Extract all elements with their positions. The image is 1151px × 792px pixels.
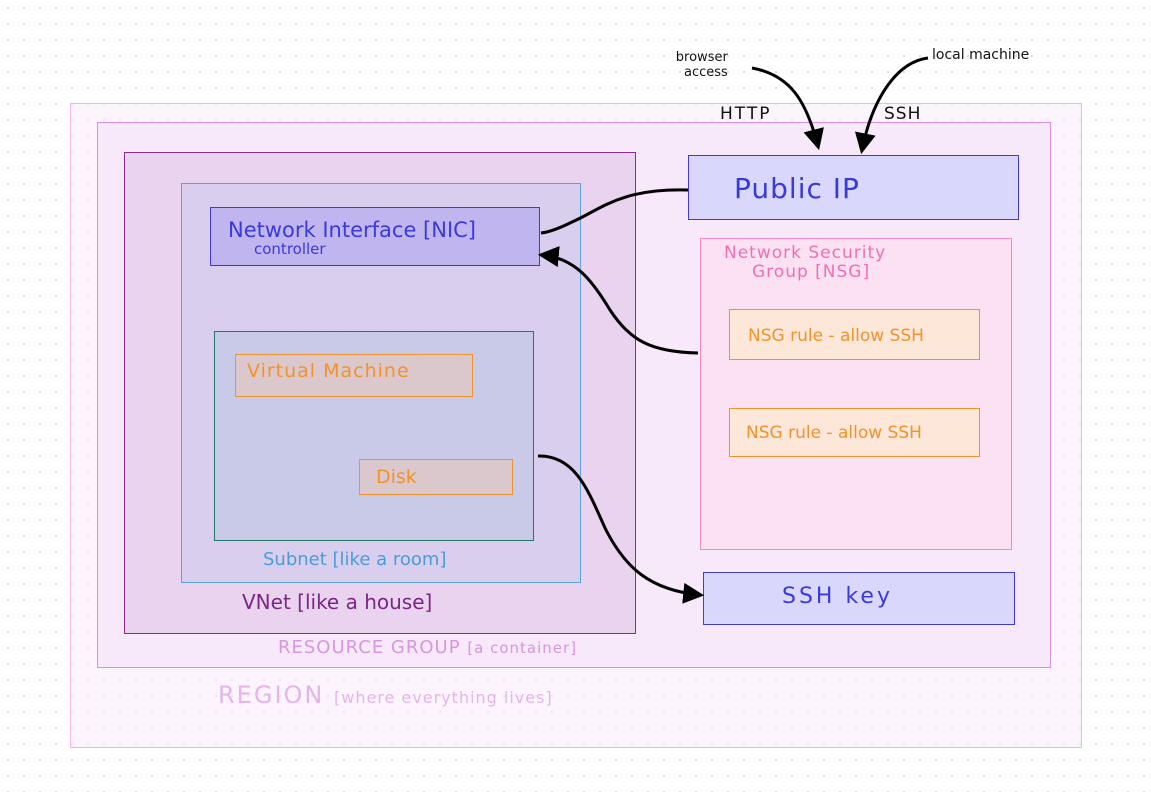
disk-to-ssh-key-arrow [537, 454, 705, 604]
public-ip-to-nic-line [540, 188, 689, 235]
virtual-machine-box [235, 354, 473, 397]
nic-label: Network Interface [NIC] [228, 218, 477, 242]
nsg-to-nic-arrow [537, 246, 699, 355]
nsg-rule-box [729, 309, 980, 360]
local-machine-to-public-ip-arrow [855, 56, 929, 155]
browser-access-label: browser access [662, 50, 728, 80]
ssh-inbound-label: SSH [884, 104, 922, 124]
nsg-label-line1: Network Security [724, 243, 887, 263]
nsg-rule-label: NSG rule - allow SSH [746, 423, 922, 443]
disk-label: Disk [376, 466, 417, 488]
public-ip-label: Public IP [734, 172, 860, 205]
nsg-rule-label: NSG rule - allow SSH [748, 326, 924, 346]
nic-sublabel: controller [254, 240, 326, 258]
region-label: REGION [where everything lives] [218, 681, 553, 709]
vm-container-box [214, 331, 534, 541]
nic-box [210, 207, 540, 266]
resource-group-title: RESOURCE GROUP [278, 637, 461, 658]
nsg-label-line2: Group [NSG] [752, 262, 871, 282]
region-note: [where everything lives] [334, 688, 553, 707]
nsg-box [700, 238, 1012, 550]
local-machine-label: local machine [932, 47, 1030, 63]
virtual-machine-label: Virtual Machine [247, 360, 410, 382]
nsg-rule-box [729, 408, 980, 457]
browser-to-public-ip-arrow [751, 66, 824, 151]
resource-group-note: [a container] [467, 639, 578, 657]
vnet-label: VNet [like a house] [242, 590, 433, 614]
resource-group-label: RESOURCE GROUP [a container] [278, 637, 577, 658]
ssh-key-box [703, 572, 1015, 625]
disk-box [359, 459, 513, 495]
subnet-box [181, 183, 581, 583]
ssh-key-label: SSH key [782, 584, 893, 609]
browser-label-line2: access [684, 65, 728, 80]
subnet-label: Subnet [like a room] [263, 549, 447, 570]
browser-label-line1: browser [675, 50, 728, 65]
public-ip-box [688, 155, 1019, 220]
http-label: HTTP [720, 104, 772, 124]
region-title: REGION [218, 681, 325, 709]
